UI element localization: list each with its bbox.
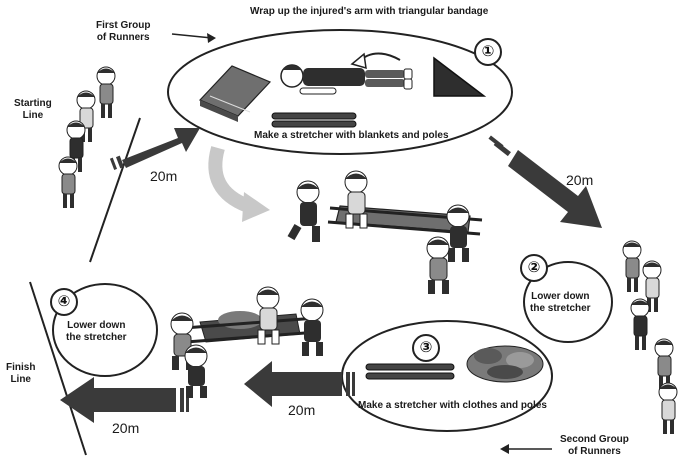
step-4-number: ④ — [50, 288, 78, 316]
distance-label-4: 20m — [112, 420, 140, 436]
faded-curve-arrowhead — [242, 192, 270, 222]
distance-label-3: 20m — [288, 402, 316, 418]
stretcher-team-clothes — [170, 286, 324, 398]
distance-label-1: 20m — [150, 168, 178, 184]
starting-line-label: Starting Line — [14, 98, 52, 121]
second-group-runners — [622, 240, 678, 434]
step-2-number: ② — [520, 254, 548, 282]
station-2-ellipse — [523, 261, 613, 343]
second-group-label: Second Group of Runners — [560, 434, 629, 457]
arrow-station-3-to-middle — [244, 361, 355, 407]
curved-arrow-head-icon — [350, 52, 367, 70]
distance-label-2: 20m — [566, 172, 594, 188]
step-3-number: ③ — [412, 334, 440, 362]
arrow-station-1-to-station-2 — [488, 135, 602, 228]
step-1-number: ① — [474, 38, 502, 66]
arrow-start-to-station-1 — [109, 128, 200, 170]
first-group-pointer — [171, 33, 216, 43]
station-1-ellipse — [167, 29, 513, 155]
finish-line-mark — [29, 281, 87, 456]
lower-down-4-label: Lower down the stretcher — [66, 320, 127, 343]
wrap-step-label: Wrap up the injured's arm with triangula… — [250, 6, 489, 17]
lower-down-2-label: Lower down the stretcher — [530, 291, 591, 314]
station-4-ellipse — [52, 283, 158, 377]
second-group-pointer — [500, 444, 552, 454]
poles-station-1 — [271, 112, 357, 128]
stretcher-team-blanket — [287, 170, 483, 294]
make-clothes-label: Make a stretcher with clothes and poles — [358, 400, 547, 411]
starting-runners — [58, 66, 116, 208]
pile-of-clothes — [466, 345, 544, 383]
make-blankets-label: Make a stretcher with blankets and poles — [254, 130, 449, 141]
lying-injured-person — [280, 64, 413, 95]
first-group-label: First Group of Runners — [96, 20, 151, 43]
arrow-to-finish — [60, 377, 189, 423]
faded-curve-arrow — [208, 146, 251, 213]
finish-line-label: Finish Line — [6, 362, 36, 385]
triangular-bandage-icon — [433, 56, 487, 97]
folded-blanket — [198, 65, 272, 122]
poles-station-3 — [365, 363, 455, 380]
starting-line-mark — [89, 117, 141, 263]
